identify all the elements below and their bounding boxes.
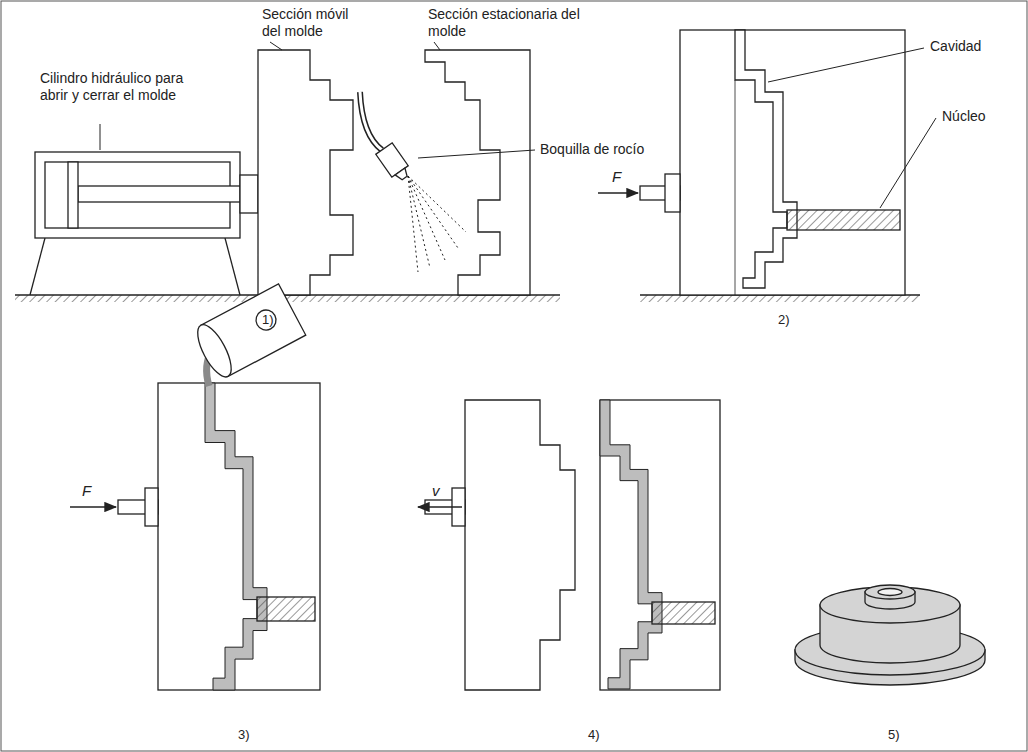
part-label: Sección móvil del molde [262, 6, 362, 40]
step-number: 2) [778, 311, 790, 328]
step-number: 4) [588, 726, 600, 743]
part-label: Boquilla de rocío [540, 141, 644, 158]
part-label: Cavidad [930, 38, 981, 55]
step-number: 1) [262, 311, 274, 328]
step-number: 3) [238, 726, 250, 743]
velocity-label: v [432, 482, 440, 499]
step-number: 5) [888, 726, 900, 743]
part-label: Cilindro hidráulico para abrir y cerrar … [40, 70, 190, 104]
force-label: F [82, 482, 91, 499]
part-label: Sección estacionaria del molde [428, 6, 588, 40]
force-label: F [612, 168, 621, 185]
part-label: Núcleo [942, 108, 986, 125]
